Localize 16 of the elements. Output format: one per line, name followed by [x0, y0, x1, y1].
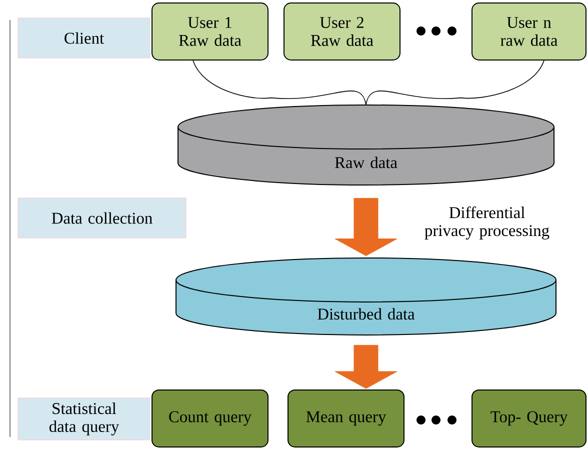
connector-line	[366, 60, 544, 106]
layer-label-box: Statistical data query	[18, 398, 150, 440]
data-box: User 2 Raw data	[284, 2, 400, 60]
database-cylinder: Raw data	[178, 104, 554, 186]
query-box: Count query	[152, 390, 268, 448]
layer-label-box: Client	[18, 18, 150, 58]
data-box: User n raw data	[472, 2, 586, 60]
connector-line	[192, 60, 366, 106]
block-arrow	[334, 198, 398, 256]
query-box: Top- Query	[472, 390, 586, 448]
database-cylinder: Disturbed data	[176, 258, 556, 336]
block-arrow	[334, 344, 398, 389]
query-box: Mean query	[288, 390, 404, 448]
layer-label-box: Data collection	[18, 198, 186, 238]
data-box: User 1 Raw data	[152, 2, 268, 60]
edge-label: Differential privacy processing	[424, 206, 550, 240]
